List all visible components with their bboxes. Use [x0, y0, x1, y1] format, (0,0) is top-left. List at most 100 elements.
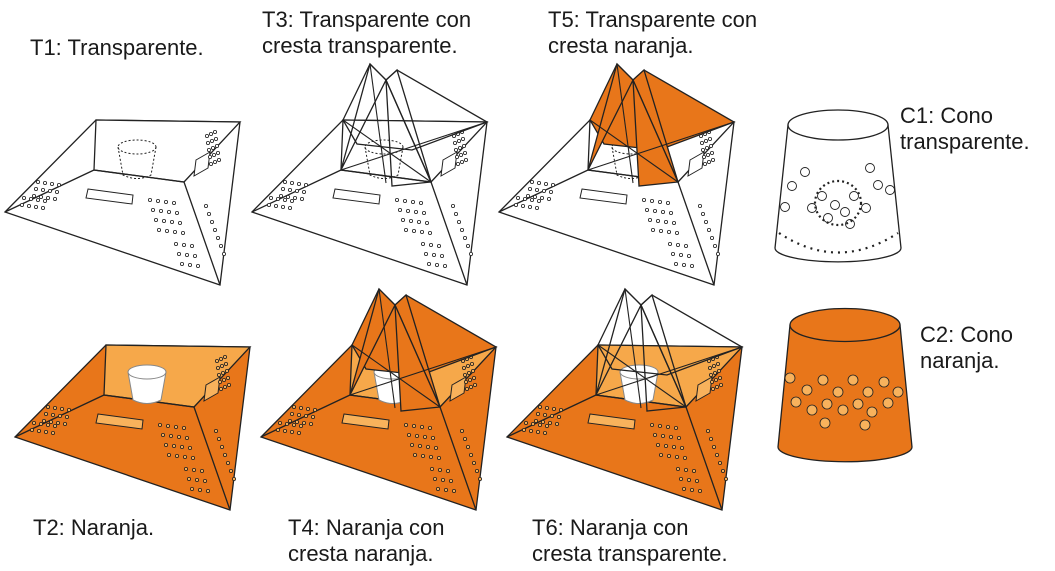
vent-hole: [692, 468, 697, 473]
vent-hole: [537, 198, 542, 203]
vent-hole: [448, 478, 453, 483]
crest-front-left: [340, 62, 387, 171]
cone-hole: [845, 219, 855, 229]
vent-hole: [215, 365, 220, 370]
vent-hole: [222, 452, 227, 457]
cone-hole: [861, 203, 871, 213]
vent-hole: [459, 428, 464, 433]
vent-hole: [713, 243, 718, 248]
vent-hole: [702, 154, 707, 159]
vent-hole: [180, 230, 185, 235]
vent-hole: [550, 413, 555, 418]
side-slot: [203, 376, 221, 402]
vent-hole: [292, 195, 297, 200]
vent-hole: [166, 209, 171, 214]
vent-hole: [172, 229, 177, 234]
vent-hole: [521, 203, 526, 208]
cone-hole: [873, 180, 883, 190]
vent-hole: [173, 241, 178, 246]
vent-hole: [221, 377, 226, 382]
vent-hole: [451, 488, 456, 493]
vent-hole: [402, 198, 407, 203]
vent-hole: [468, 251, 473, 256]
vent-hole: [535, 187, 540, 192]
vent-hole: [157, 422, 162, 427]
cone-body: [774, 124, 902, 263]
vent-hole: [682, 262, 687, 267]
vent-hole: [656, 218, 661, 223]
vent-hole: [555, 421, 560, 426]
vent-hole: [176, 251, 181, 256]
vent-hole: [266, 202, 271, 207]
vent-hole: [710, 150, 715, 155]
vent-hole: [468, 384, 473, 389]
vent-hole: [419, 229, 424, 234]
vent-hole: [714, 377, 719, 382]
vent-hole: [208, 161, 213, 166]
vent-hole: [150, 207, 155, 212]
vent-hole: [712, 363, 717, 368]
vent-hole: [219, 444, 224, 449]
cone-hole: [892, 386, 904, 398]
vent-hole: [187, 262, 192, 267]
vent-hole: [171, 200, 176, 205]
vent-hole: [559, 407, 564, 412]
vent-hole: [536, 411, 541, 416]
side-slot: [687, 151, 705, 177]
cone-hole: [780, 202, 790, 212]
vent-hole: [709, 143, 714, 148]
vent-hole: [163, 199, 168, 204]
cone-hole: [882, 397, 894, 409]
cup-body: [117, 146, 157, 179]
vent-hole: [203, 203, 208, 208]
vent-hole: [658, 199, 663, 204]
vent-hole: [294, 188, 299, 193]
vent-hole: [537, 180, 542, 185]
vent-hole: [287, 205, 292, 210]
vent-hole: [457, 145, 462, 150]
vent-hole: [719, 382, 724, 387]
vent-hole: [458, 152, 463, 157]
vent-hole: [698, 488, 703, 493]
vent-hole: [708, 365, 713, 370]
vent-hole: [26, 203, 31, 208]
vent-hole: [192, 253, 197, 258]
vent-hole: [405, 208, 410, 213]
vent-hole: [406, 432, 411, 437]
vent-hole: [545, 423, 550, 428]
vent-hole: [718, 460, 723, 465]
vent-hole: [43, 198, 48, 203]
cone-hole: [840, 207, 850, 217]
front-slot: [95, 413, 144, 430]
vent-hole: [528, 186, 533, 191]
vent-hole: [412, 452, 417, 457]
front-slot: [341, 413, 390, 430]
vent-hole: [212, 129, 217, 134]
vent-hole: [533, 194, 538, 199]
vent-hole: [672, 444, 677, 449]
vent-hole: [166, 452, 171, 457]
vent-hole: [216, 372, 221, 377]
vent-hole: [711, 386, 716, 391]
vent-hole: [284, 421, 289, 426]
vent-hole: [545, 405, 550, 410]
cone-body: [777, 324, 913, 463]
vent-hole: [410, 199, 415, 204]
pyramid-t3: [250, 62, 489, 286]
vent-hole: [303, 182, 308, 187]
front-slot: [587, 413, 636, 430]
vent-hole: [698, 203, 703, 208]
vent-hole: [469, 361, 474, 366]
vent-hole: [659, 228, 664, 233]
vent-hole: [218, 386, 223, 391]
cup-rim: [117, 139, 157, 155]
vent-hole: [416, 219, 421, 224]
cone-top: [789, 307, 901, 343]
vent-hole: [453, 147, 458, 152]
vent-hole: [213, 136, 218, 141]
vent-hole: [671, 251, 676, 256]
vent-hole: [661, 433, 666, 438]
cone-hole: [807, 203, 817, 213]
vent-hole: [44, 429, 49, 434]
